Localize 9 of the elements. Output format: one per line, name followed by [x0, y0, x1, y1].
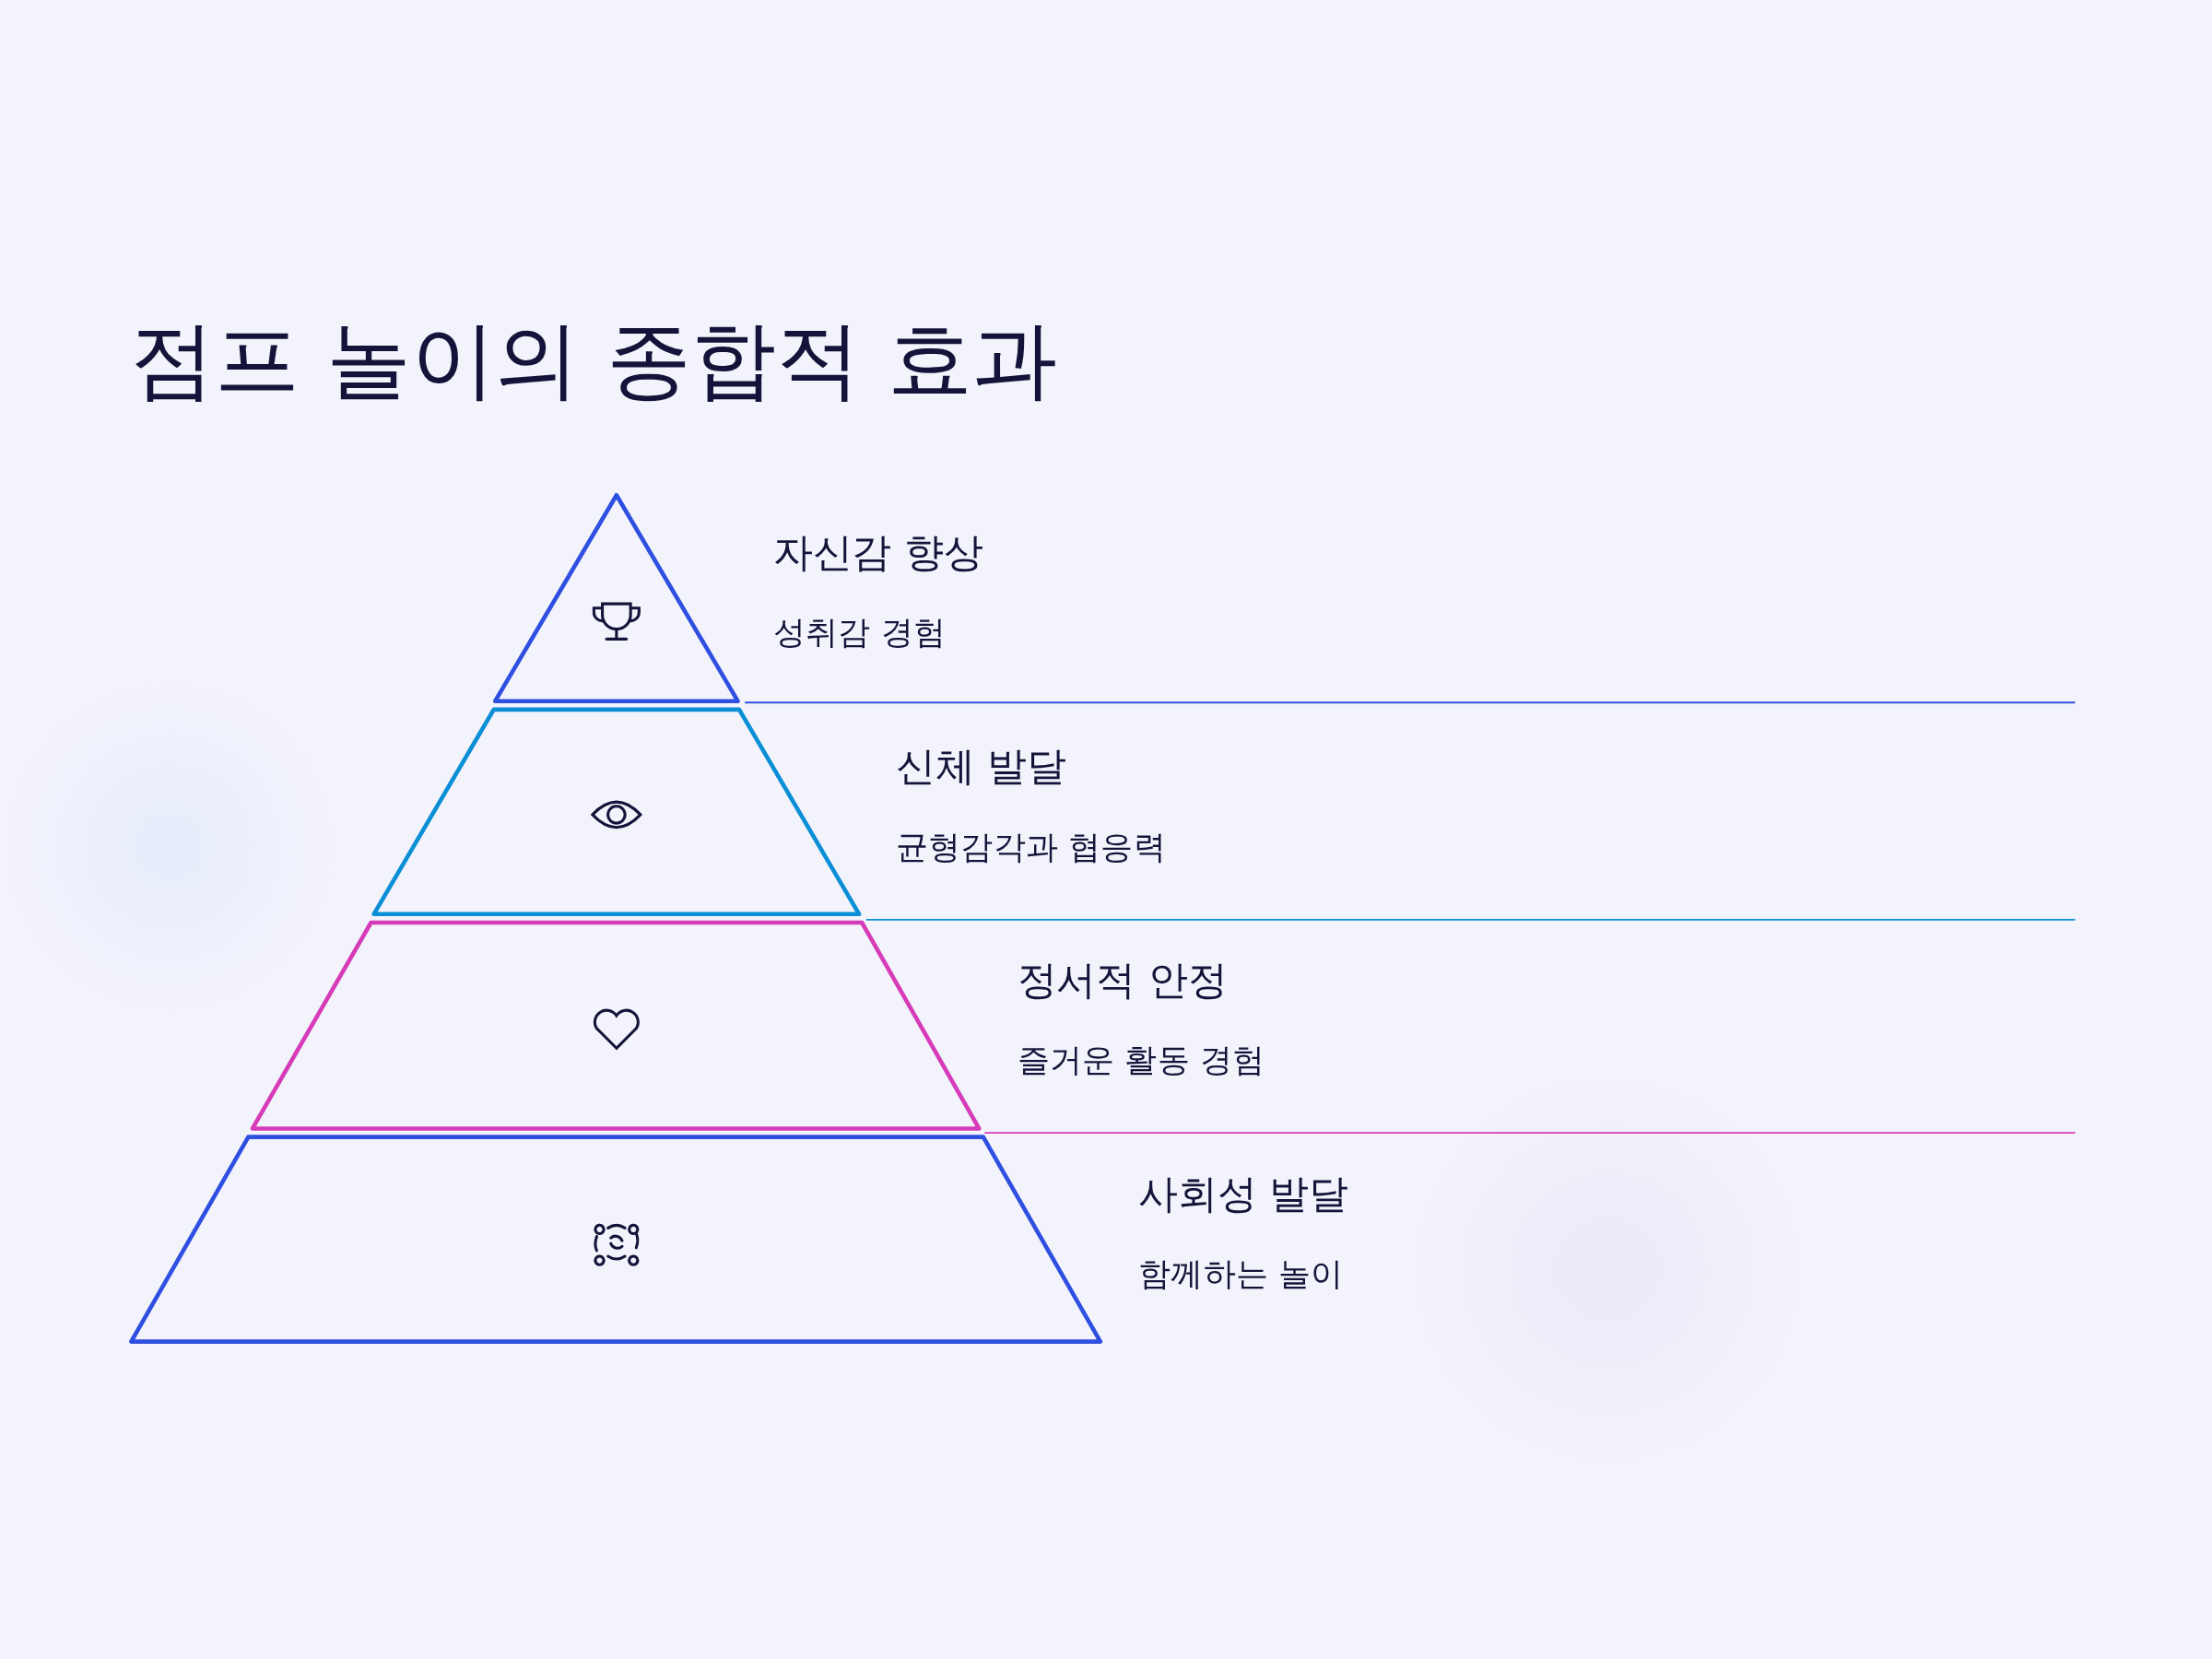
- layer-heading: 신체 발달: [895, 743, 1066, 792]
- layer-description: 성취감 경험: [772, 613, 946, 653]
- diagram-title: 점프 놀이의 종합적 효과: [129, 312, 1057, 406]
- layer-description: 함께하는 놀이: [1138, 1255, 1344, 1295]
- layer-description: 균형감각과 협응력: [895, 828, 1166, 867]
- layer-description: 즐거운 활동 경험: [1017, 1041, 1265, 1080]
- layer-heading: 자신감 향상: [772, 528, 983, 577]
- layer-heading: 정서적 안정: [1017, 956, 1228, 1005]
- layer-heading: 사회성 발달: [1138, 1171, 1349, 1218]
